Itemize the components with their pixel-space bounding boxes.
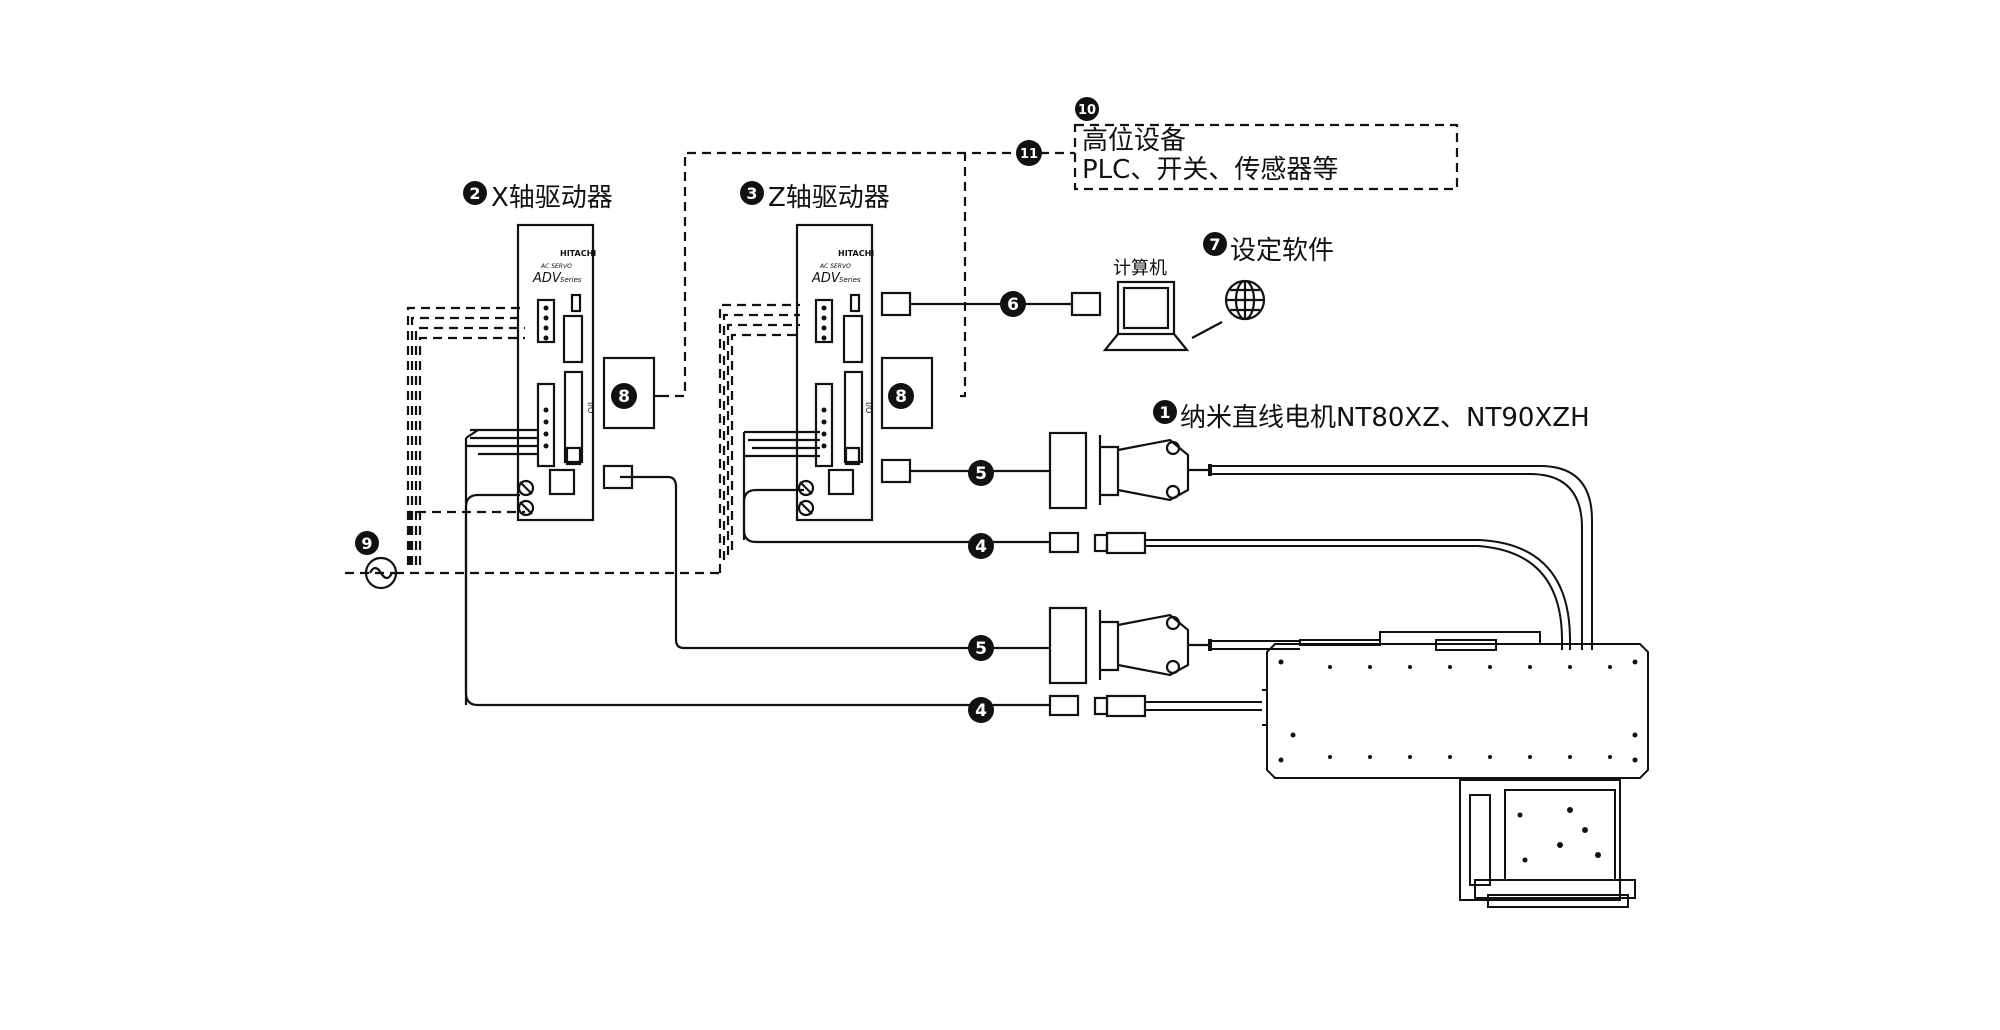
globe-icon (1224, 279, 1266, 321)
ac-source-icon (364, 556, 398, 590)
connector-boxes (602, 291, 1102, 717)
svg-text:3: 3 (746, 184, 757, 203)
enc-plug-x-driver (602, 464, 634, 490)
svg-text:ADV: ADV (532, 271, 562, 286)
stage-cables (1145, 464, 1593, 711)
linear-stage (1262, 631, 1649, 908)
marker-11: 11 (1016, 140, 1042, 166)
motor-plugs (1093, 531, 1147, 718)
marker-8-z: 8 (888, 383, 914, 409)
x-driver-body (516, 223, 595, 522)
enc-box-lower (1048, 606, 1088, 685)
svg-text:I/O: I/O (586, 402, 595, 413)
x-driver-text: HITACHI AC SERVO ADV Series I/O (532, 249, 596, 413)
marker-1: 1 (1153, 400, 1177, 424)
stage-holes (1278, 659, 1638, 863)
host-device-title: 高位设备 (1082, 126, 1187, 156)
svg-text:6: 6 (1007, 295, 1019, 315)
marker-7: 7 (1203, 232, 1227, 256)
marker-8-x: 8 (611, 383, 637, 409)
svg-text:8: 8 (618, 387, 630, 407)
marker-3: 3 (740, 181, 764, 205)
svg-text:7: 7 (1209, 235, 1220, 254)
marker-6: 6 (1000, 291, 1026, 317)
motor-plug-lower (1048, 694, 1080, 717)
svg-text:2: 2 (469, 184, 480, 203)
host-links (660, 123, 1459, 398)
motor-label: 纳米直线电机NT80XZ、NT90XZH (1180, 403, 1590, 433)
svg-text:I/O: I/O (864, 402, 873, 413)
dsub-connectors (1098, 435, 1210, 680)
motor-plug-upper (1048, 531, 1080, 554)
svg-text:5: 5 (975, 464, 987, 484)
x-driver-label: X轴驱动器 (491, 183, 613, 213)
marker-4-upper: 4 (968, 533, 994, 559)
marker-5-lower: 5 (968, 635, 994, 661)
svg-text:4: 4 (975, 701, 987, 721)
svg-text:9: 9 (361, 534, 372, 553)
svg-text:4: 4 (975, 537, 987, 557)
io-box-z (880, 356, 934, 430)
marker-4-lower: 4 (968, 697, 994, 723)
pc-plug-driver (880, 291, 912, 317)
svg-text:1: 1 (1159, 403, 1170, 422)
svg-text:HITACHI: HITACHI (560, 249, 596, 258)
svg-text:10: 10 (1078, 103, 1096, 118)
cables (464, 302, 1072, 707)
software-label: 设定软件 (1230, 236, 1335, 266)
svg-text:HITACHI: HITACHI (838, 249, 874, 258)
z-driver-text: HITACHI AC SERVO ADV Series I/O (811, 249, 874, 413)
marker-2: 2 (463, 181, 487, 205)
computer-label: 计算机 (1113, 258, 1167, 279)
svg-text:AC SERVO: AC SERVO (819, 263, 851, 270)
pc-plug-computer (1070, 291, 1102, 317)
laptop-icon (1102, 280, 1223, 352)
host-device-subtitle: PLC、开关、传感器等 (1082, 155, 1339, 185)
svg-text:5: 5 (975, 639, 987, 659)
svg-text:8: 8 (895, 387, 907, 407)
marker-5-upper: 5 (968, 460, 994, 486)
marker-9: 9 (355, 531, 379, 555)
svg-text:ADV: ADV (811, 271, 841, 286)
power-bus (345, 303, 800, 575)
svg-text:Series: Series (560, 276, 582, 284)
z-driver-label: Z轴驱动器 (768, 183, 890, 213)
markers: 1 2 3 4 4 5 5 6 7 8 8 9 10 11 (355, 97, 1227, 723)
svg-text:11: 11 (1020, 147, 1038, 162)
z-driver-body (795, 223, 874, 522)
svg-text:AC SERVO: AC SERVO (540, 263, 572, 270)
marker-10: 10 (1075, 97, 1099, 121)
io-box-x (602, 356, 656, 430)
svg-text:Series: Series (839, 276, 861, 284)
driver-terminal-dots (543, 305, 827, 449)
enc-plug-z-driver (880, 458, 912, 484)
enc-box-upper (1048, 431, 1088, 510)
